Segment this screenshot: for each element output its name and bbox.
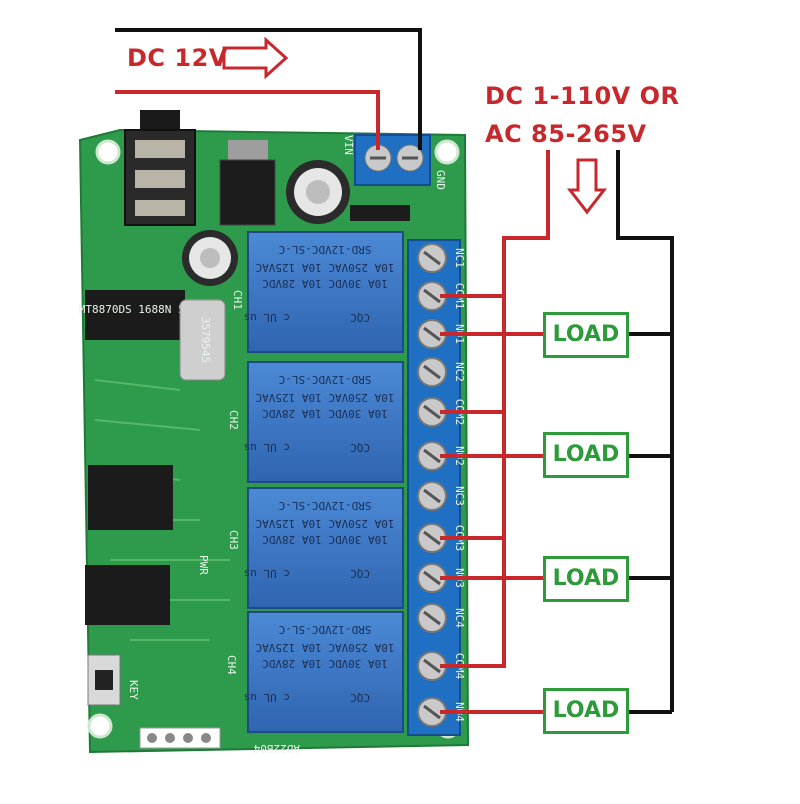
supply-live-wire	[502, 150, 550, 668]
voltage-regulator	[219, 140, 276, 226]
mounting-hole	[87, 713, 113, 739]
dc-positive-wire	[115, 90, 380, 150]
mounting-hole	[434, 139, 460, 165]
ul-mark: c UL us	[244, 691, 290, 704]
supply-neutral-wire	[616, 150, 674, 712]
screw-slot	[423, 610, 441, 626]
audio-jack	[124, 110, 196, 226]
dc-input-label: DC 12V	[127, 44, 228, 72]
relay-4: SRD-12VDC-SL-C 10A 250VAC 10A 125VAC 10A 3…	[244, 611, 404, 733]
key-label: KEY	[127, 680, 140, 700]
ul-mark: c UL us	[244, 311, 290, 324]
cqc-mark: CQC	[350, 441, 370, 454]
mounting-hole	[95, 139, 121, 165]
relay-text: SRD-12VDC-SL-C	[279, 243, 372, 256]
ch4-label: CH4	[225, 655, 238, 675]
screw-slot	[423, 250, 441, 266]
relay-text: 10A 30VDC 10A 28VDC	[262, 407, 388, 420]
ic-label: MT8870DS 1688N 58	[79, 303, 192, 316]
load-supply-label-line1: DC 1-110V OR	[485, 82, 680, 110]
ch2-label: CH2	[227, 410, 240, 430]
load-box-4: LOAD	[543, 688, 629, 734]
screw-slot	[423, 288, 441, 304]
power-terminal-block	[354, 134, 431, 186]
relay-2: SRD-12VDC-SL-C 10A 250VAC 10A 125VAC 10A 3…	[244, 361, 404, 483]
screw-slot	[423, 704, 441, 720]
dc-input-arrow	[222, 36, 289, 80]
cqc-mark: CQC	[350, 311, 370, 324]
relay-text: 10A 30VDC 10A 28VDC	[262, 277, 388, 290]
load-box-2: LOAD	[543, 432, 629, 478]
terminal-label: NC4	[453, 608, 466, 628]
crystal-label: 3579545	[199, 317, 212, 363]
pwr-label: PWR	[197, 555, 210, 575]
screw-slot	[423, 488, 441, 504]
logic-ic	[85, 565, 170, 625]
key-button	[87, 654, 121, 706]
header-pins	[139, 727, 221, 749]
capacitor	[286, 160, 350, 224]
screw-slot	[423, 404, 441, 420]
ch3-label: CH3	[227, 530, 240, 550]
diode	[350, 205, 410, 221]
relay-group: SRD-12VDC-SL-C 10A 250VAC 10A 125VAC 10A 3…	[244, 231, 404, 733]
load-supply-arrow	[566, 158, 608, 215]
screw-slot	[423, 530, 441, 546]
relay-1: SRD-12VDC-SL-C 10A 250VAC 10A 125VAC 10A 3…	[244, 231, 404, 353]
crystal-oscillator	[179, 299, 226, 381]
relay-text: 10A 250VAC 10A 125VAC	[255, 391, 394, 404]
load-box-3: LOAD	[543, 556, 629, 602]
relay-text: 10A 250VAC 10A 125VAC	[255, 641, 394, 654]
relay-text: 10A 30VDC 10A 28VDC	[262, 657, 388, 670]
wiring	[115, 28, 674, 714]
terminal-label: NC3	[453, 486, 466, 506]
dc-ground-wire	[115, 28, 422, 150]
relay-text: SRD-12VDC-SL-C	[279, 499, 372, 512]
gnd-label: GND	[434, 170, 447, 190]
screw-slot	[423, 570, 441, 586]
load-supply-label-line2: AC 85-265V	[485, 120, 647, 148]
cqc-mark: CQC	[350, 691, 370, 704]
relay-text: SRD-12VDC-SL-C	[279, 373, 372, 386]
terminal-label: NC2	[453, 362, 466, 382]
output-terminal-block: NC1COM1NO1NC2COM2NO2NC3COM3NO3NC4COM4NO4	[407, 239, 466, 736]
board-model: AD22B04	[253, 742, 300, 755]
relay-text: SRD-12VDC-SL-C	[279, 623, 372, 636]
load-box-1: LOAD	[543, 312, 629, 358]
screw-slot	[423, 326, 441, 342]
relay-3: SRD-12VDC-SL-C 10A 250VAC 10A 125VAC 10A 3…	[244, 487, 404, 609]
decoder-ic: MT8870DS 1688N 58	[79, 290, 192, 340]
terminal-label: NC1	[453, 248, 466, 268]
screw-slot	[423, 448, 441, 464]
ch1-label: CH1	[231, 290, 244, 310]
screw-slot	[423, 364, 441, 380]
screw-slot	[423, 658, 441, 674]
cqc-mark: CQC	[350, 567, 370, 580]
vin-label: VIN	[342, 135, 355, 155]
logic-ic	[88, 465, 173, 530]
capacitor	[182, 230, 238, 286]
relay-text: 10A 250VAC 10A 125VAC	[255, 261, 394, 274]
ul-mark: c UL us	[244, 567, 290, 580]
ul-mark: c UL us	[244, 441, 290, 454]
relay-text: 10A 250VAC 10A 125VAC	[255, 517, 394, 530]
relay-text: 10A 30VDC 10A 28VDC	[262, 533, 388, 546]
